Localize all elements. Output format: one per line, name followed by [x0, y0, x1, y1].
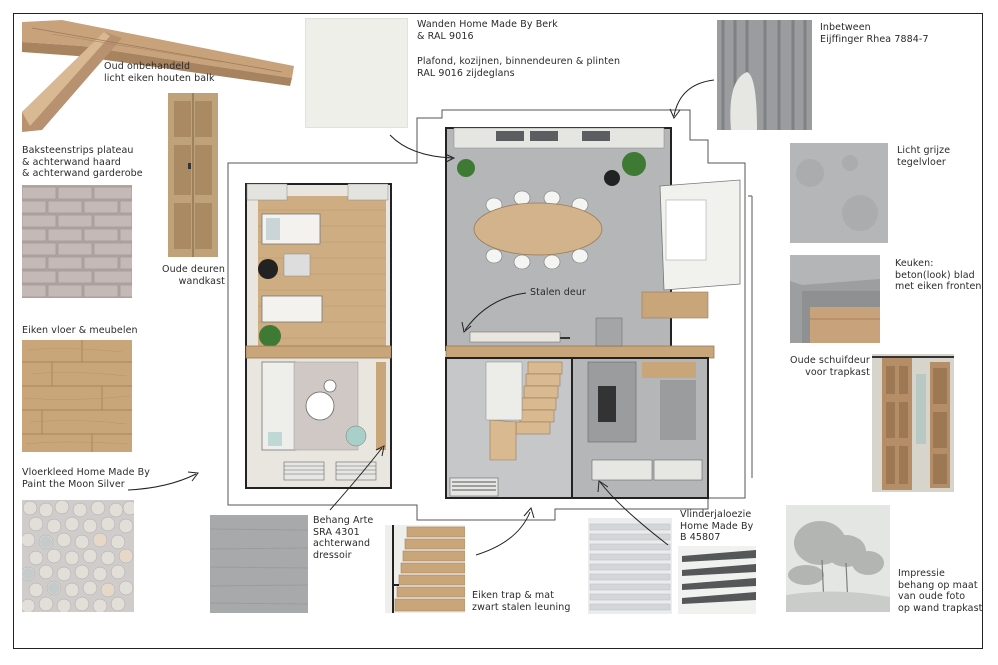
- sliding-door-swatch: [872, 354, 954, 492]
- stairs-label: Eiken trap & mat zwart stalen leuning: [472, 590, 571, 613]
- kitchen-label: Keuken: beton(look) blad met eiken front…: [895, 258, 982, 292]
- rug-swatch: [22, 500, 134, 612]
- walls-label: Wanden Home Made By Berk & RAL 9016: [417, 19, 558, 42]
- brick-strips-label: Baksteenstrips plateau & achterwand haar…: [22, 145, 143, 179]
- mural-label: Impressie behang op maat van oude foto o…: [898, 568, 983, 614]
- stairs-swatch: [385, 525, 465, 613]
- steel-door-label: Stalen deur: [530, 287, 587, 298]
- ceiling-label: Plafond, kozijnen, binnendeuren & plinte…: [417, 56, 621, 79]
- old-doors-label: Oude deuren wandkast: [162, 264, 225, 287]
- dining-table: [473, 202, 603, 256]
- tile-floor-swatch: [790, 143, 888, 243]
- pouf: [258, 259, 278, 279]
- coffee-table: [305, 391, 335, 421]
- kitchen-cabinets: [641, 291, 709, 319]
- blinds-label: Vlinderjaloezie Home Made By B 45807: [680, 509, 754, 543]
- oak-floor-swatch: [22, 340, 132, 452]
- curtains-label: Inbetween Eijffinger Rhea 7884-7: [820, 22, 929, 45]
- plant-dining-left: [457, 159, 475, 177]
- mural-swatch: [786, 505, 890, 612]
- walls-swatch: [305, 18, 408, 128]
- brick-strips-swatch: [22, 185, 132, 298]
- wallpaper-label: Behang Arte SRA 4301 achterwand dressoir: [313, 515, 374, 561]
- rug-label: Vloerkleed Home Made By Paint the Moon S…: [22, 467, 151, 490]
- dresser: [376, 362, 386, 450]
- annotation-arrows: [127, 79, 715, 556]
- oak-beam-plan: [245, 345, 392, 359]
- oak-floor-label: Eiken vloer & meubelen: [22, 325, 138, 336]
- plant-dining-right: [622, 152, 646, 176]
- kitchen-swatch: [790, 255, 880, 343]
- bench: [261, 295, 323, 323]
- oak-beam-swatch: [22, 20, 294, 132]
- blinds-swatch: [588, 518, 756, 614]
- tile-floor-label: Licht grijze tegelvloer: [897, 145, 951, 168]
- plant-living: [259, 325, 281, 347]
- old-doors-swatch: [168, 93, 218, 257]
- curtains-swatch: [717, 20, 812, 130]
- board-frame: [13, 13, 983, 649]
- wallpaper-swatch: [210, 515, 308, 613]
- oak-beam-label: Oud onbehandeld licht eiken houten balk: [104, 61, 215, 84]
- sliding-door-label: Oude schuifdeur voor trapkast: [790, 355, 870, 378]
- building-outline: [227, 109, 746, 521]
- staircase-plan: [489, 361, 563, 461]
